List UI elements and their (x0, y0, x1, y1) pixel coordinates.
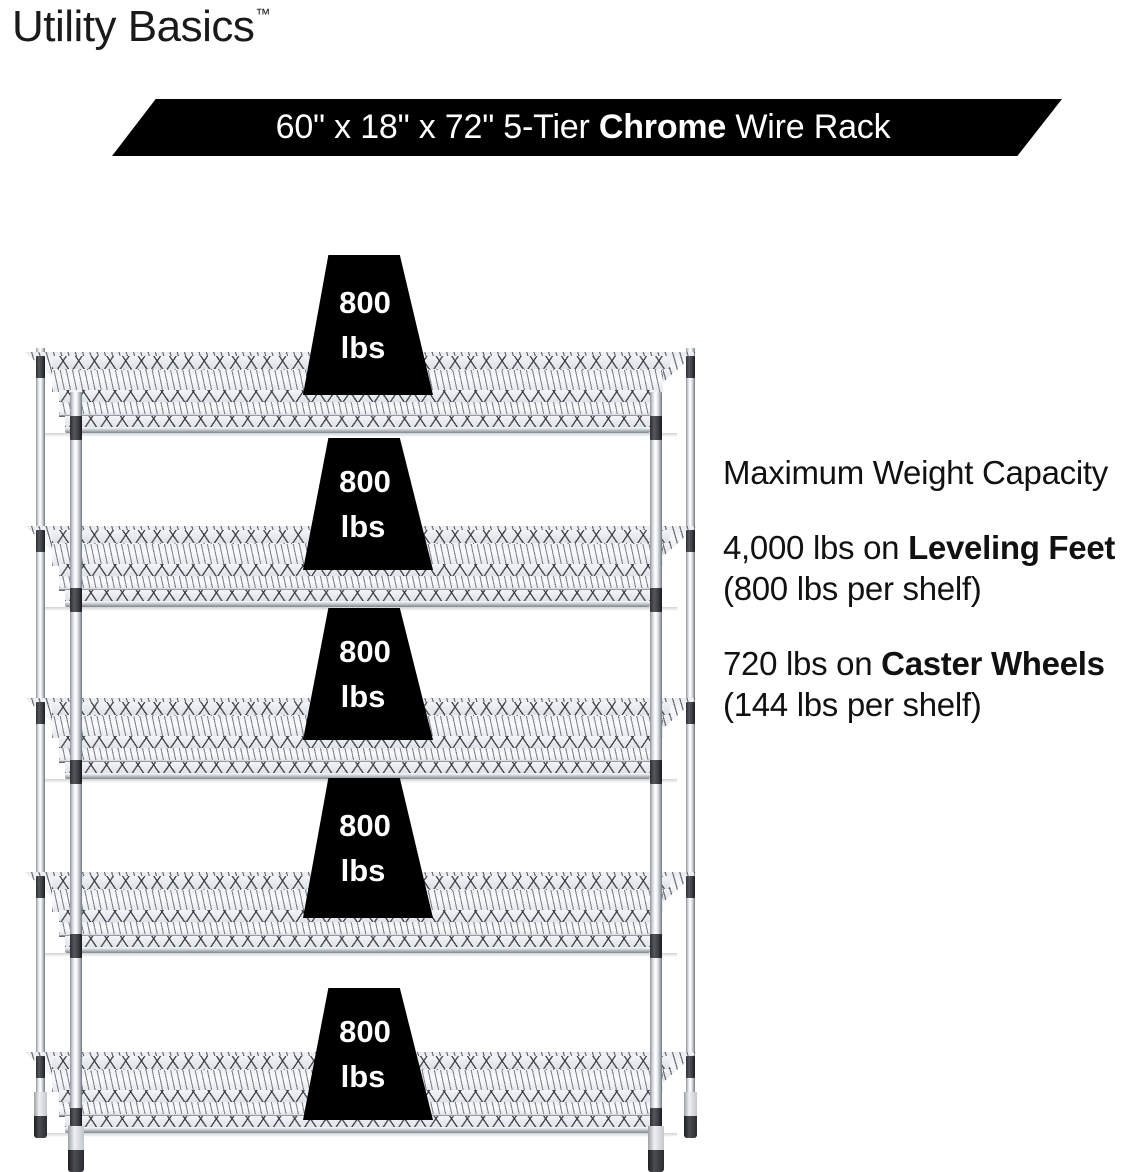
leveling-tail: (800 lbs per shelf) (723, 570, 982, 607)
post-back-left (36, 348, 45, 1110)
post-collar (686, 356, 695, 378)
post-collar (70, 416, 82, 440)
capacity-badge-number: 800 (339, 808, 391, 843)
capacity-badge-unit: lbs (340, 330, 386, 365)
shelf-shadow (45, 433, 677, 437)
banner-highlight: Chrome (598, 108, 727, 146)
post-collar (686, 876, 695, 898)
capacity-badge-tier-3: 800 lbs (303, 608, 433, 740)
wire-rack-illustration: 800 lbs 800 lbs 800 lbs 800 lbs 800 lbs (0, 255, 720, 1172)
shelf-truss (58, 564, 657, 577)
leveling-foot-sleeve (648, 1126, 664, 1152)
capacity-badge-unit: lbs (340, 509, 386, 544)
shelf-truss (65, 416, 650, 428)
leveling-foot (34, 1116, 47, 1138)
post-collar (36, 1056, 45, 1078)
caster-lead: 720 lbs on (723, 645, 882, 682)
leveling-lead: 4,000 lbs on (723, 529, 909, 566)
shelf-truss (58, 390, 657, 403)
post-collar (650, 934, 662, 958)
shelf-wire-bed (58, 748, 657, 762)
post-back-right (686, 348, 695, 1110)
trademark-symbol: ™ (255, 6, 271, 24)
shelf-truss (65, 936, 650, 948)
shelf-rail-wire (58, 760, 657, 763)
leveling-foot (68, 1150, 84, 1172)
leveling-foot (684, 1116, 697, 1138)
caster-wheels-capacity: 720 lbs on Caster Wheels (144 lbs per sh… (723, 643, 1123, 725)
post-collar (70, 760, 82, 784)
shelf-shadow (45, 953, 677, 957)
shelf-front-edge (65, 427, 650, 433)
shelf-rail-wire (58, 414, 657, 417)
post-collar (70, 934, 82, 958)
leveling-foot-sleeve (684, 1092, 697, 1118)
leveling-bold: Leveling Feet (908, 529, 1116, 566)
shelf-truss (58, 736, 657, 749)
post-collar (650, 588, 662, 612)
capacity-badge-tier-2: 800 lbs (303, 438, 433, 570)
post-collar (36, 876, 45, 898)
capacity-badge-number: 800 (339, 285, 391, 320)
shelf-front-edge (65, 601, 650, 607)
capacity-badge-number: 800 (339, 464, 391, 499)
shelf-front-edge (65, 947, 650, 953)
post-collar (650, 760, 662, 784)
brand-name: Utility Basics (12, 2, 255, 51)
product-title-text: 60" x 18" x 72" 5-Tier Chrome Wire Rack (276, 108, 891, 147)
capacity-badge-tier-5: 800 lbs (303, 988, 433, 1120)
shelf-tier-1 (25, 352, 697, 440)
post-collar (36, 702, 45, 724)
shelf-front-edge (65, 773, 650, 779)
shelf-truss (65, 762, 650, 774)
capacity-badge-unit: lbs (340, 853, 386, 888)
post-collar (70, 588, 82, 612)
capacity-badge-unit: lbs (340, 679, 386, 714)
brand-title: Utility Basics™ (12, 2, 271, 52)
product-title-banner: 60" x 18" x 72" 5-Tier Chrome Wire Rack (112, 99, 1062, 156)
shelf-wire-bed (58, 576, 657, 590)
shelf-rail-wire (58, 588, 657, 591)
post-collar (650, 416, 662, 440)
capacity-badge-tier-4: 800 lbs (303, 778, 433, 918)
caster-bold: Caster Wheels (881, 645, 1105, 682)
banner-prefix: 60" x 18" x 72" 5-Tier (275, 108, 599, 146)
leveling-foot-sleeve (68, 1126, 84, 1152)
post-collar (36, 356, 45, 378)
capacity-badge-unit: lbs (340, 1059, 386, 1094)
shelf-rail-wire (58, 934, 657, 937)
capacity-badge-tier-1: 800 lbs (303, 255, 433, 395)
post-collar (686, 1056, 695, 1078)
shelf-front-edge (65, 1127, 650, 1133)
caster-tail: (144 lbs per shelf) (723, 686, 982, 723)
post-collar (36, 530, 45, 552)
post-collar (686, 702, 695, 724)
banner-suffix: Wire Rack (726, 108, 891, 146)
capacity-heading: Maximum Weight Capacity (723, 454, 1108, 491)
post-collar (686, 530, 695, 552)
leveling-foot-sleeve (34, 1092, 47, 1118)
leveling-feet-capacity: 4,000 lbs on Leveling Feet (800 lbs per … (723, 527, 1123, 609)
shelf-truss (65, 1116, 650, 1128)
weight-capacity-copy: Maximum Weight Capacity 4,000 lbs on Lev… (723, 452, 1123, 725)
shelf-truss (65, 590, 650, 602)
shelf-shadow (45, 1133, 677, 1137)
capacity-badge-number: 800 (339, 1014, 391, 1049)
shelf-wire-bed (58, 922, 657, 936)
capacity-badge-number: 800 (339, 634, 391, 669)
shelf-wire-bed (58, 402, 657, 416)
leveling-foot (648, 1150, 664, 1172)
